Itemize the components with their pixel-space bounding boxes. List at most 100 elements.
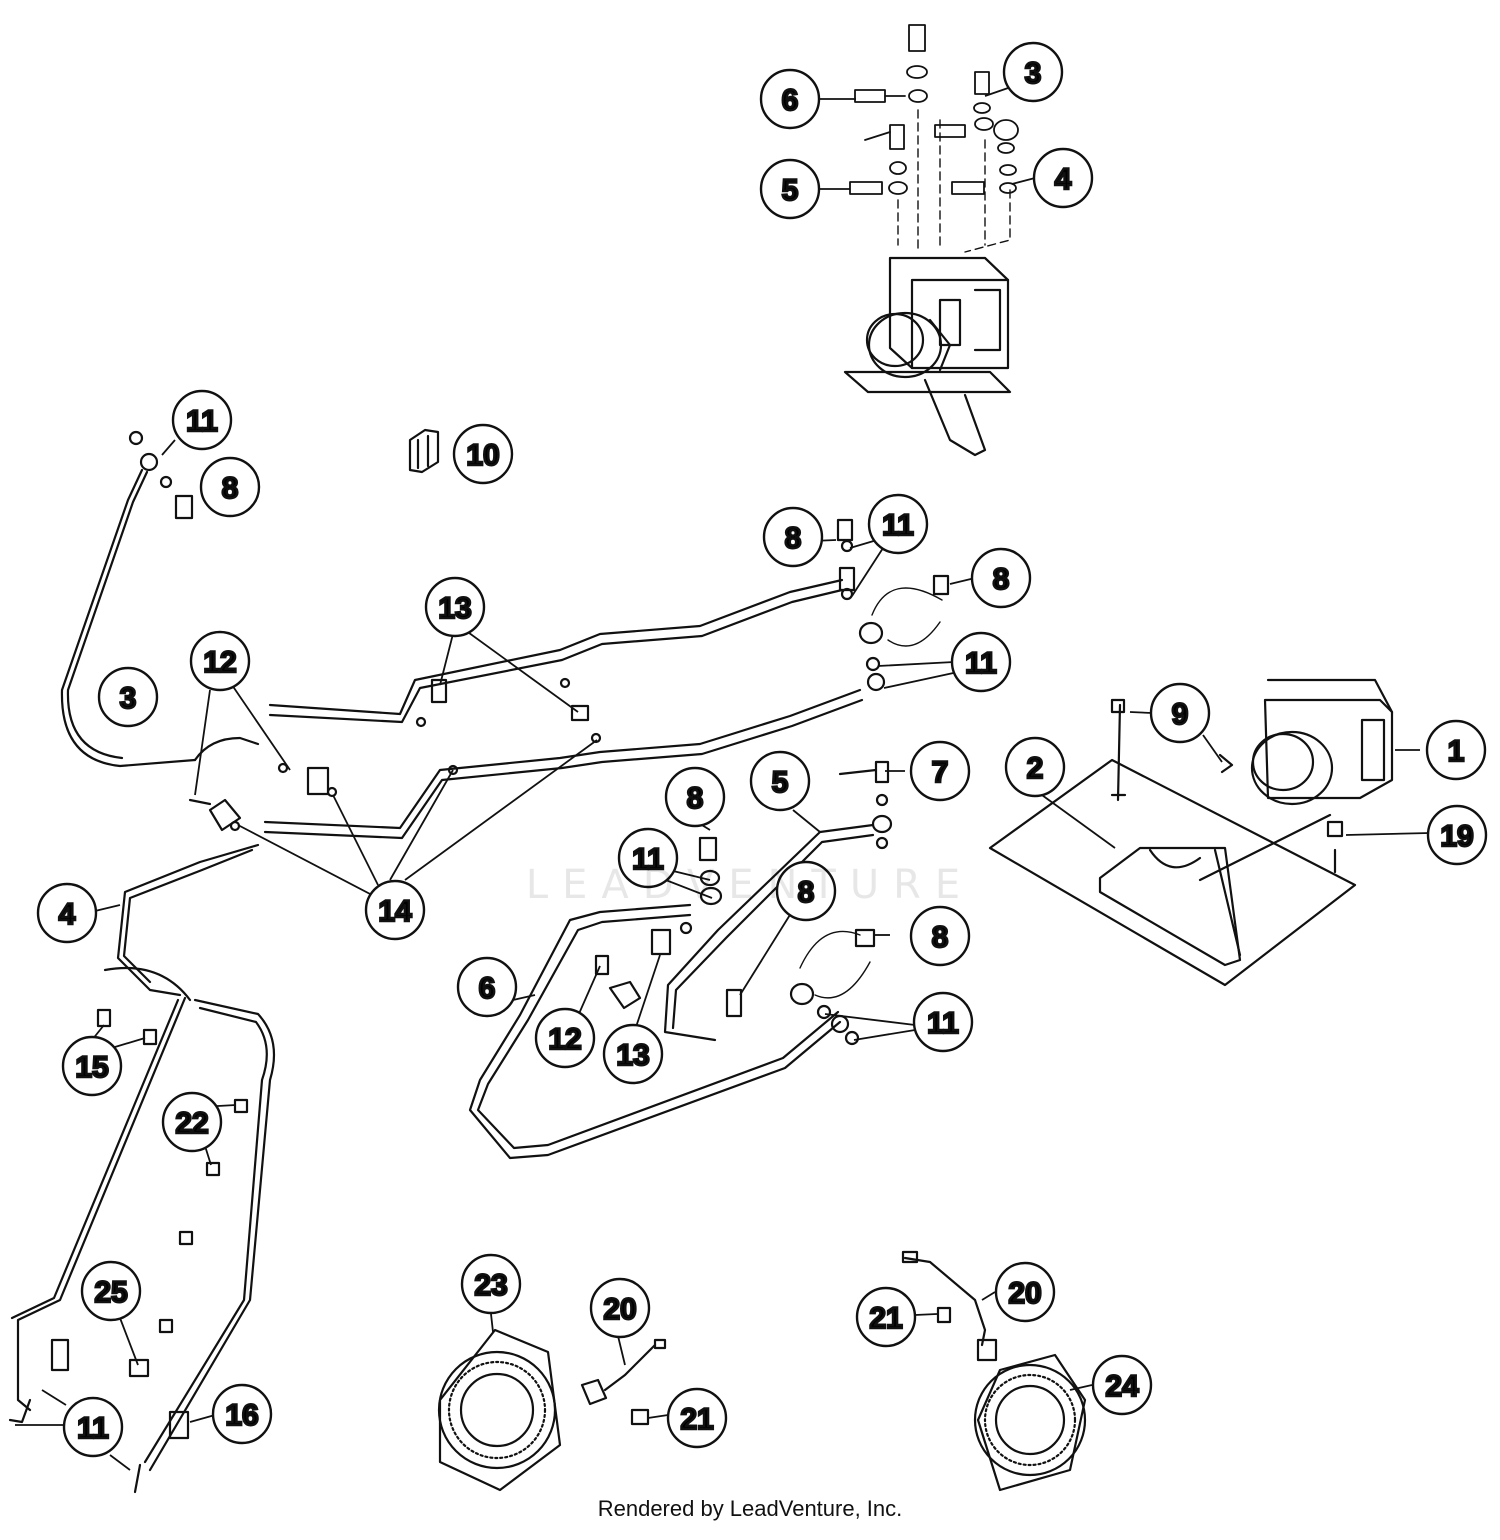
tone-ring-24	[973, 1353, 1087, 1492]
callout-4-top: 4	[1032, 147, 1094, 209]
svg-text:24: 24	[1105, 1370, 1139, 1403]
svg-text:4: 4	[59, 898, 76, 931]
svg-text:16: 16	[225, 1399, 258, 1432]
callout-24: 24	[1091, 1354, 1153, 1416]
callout-16: 16	[211, 1383, 273, 1445]
callout-10: 10	[452, 423, 514, 485]
callout-13-b: 13	[602, 1023, 664, 1085]
svg-text:12: 12	[203, 646, 236, 679]
svg-text:6: 6	[782, 84, 799, 117]
callout-6-mid: 6	[456, 956, 518, 1018]
callout-13-a: 13	[424, 576, 486, 638]
callout-2: 2	[1004, 736, 1066, 798]
callout-8-c: 8	[970, 547, 1032, 609]
svg-text:11: 11	[965, 647, 997, 680]
callout-11-e: 11	[912, 991, 974, 1053]
abs-top-bolts	[849, 24, 1019, 195]
callout-9: 9	[1149, 682, 1211, 744]
callout-21-b: 21	[855, 1286, 917, 1348]
svg-text:10: 10	[466, 439, 499, 472]
svg-text:13: 13	[616, 1039, 649, 1072]
callout-23: 23	[460, 1253, 522, 1315]
callout-5-top: 5	[759, 158, 821, 220]
leader-lines	[15, 86, 1431, 1471]
callout-3-top: 3	[1002, 41, 1064, 103]
svg-text:9: 9	[1172, 698, 1189, 731]
svg-text:3: 3	[120, 682, 137, 715]
callout-19: 19	[1426, 804, 1488, 866]
callout-20-a: 20	[589, 1277, 651, 1339]
callout-4-left: 4	[36, 882, 98, 944]
callout-11-c: 11	[950, 631, 1012, 693]
footer-credit: Rendered by LeadVenture, Inc.	[597, 1496, 903, 1521]
watermark: LEADVENTURE	[525, 862, 975, 908]
svg-text:22: 22	[175, 1107, 208, 1140]
svg-text:25: 25	[94, 1276, 127, 1309]
callout-20-b: 20	[994, 1261, 1056, 1323]
svg-text:11: 11	[882, 509, 914, 542]
svg-text:15: 15	[75, 1051, 108, 1084]
callout-8-f: 8	[909, 905, 971, 967]
svg-text:5: 5	[782, 174, 799, 207]
callout-12-b: 12	[534, 1007, 596, 1069]
svg-text:20: 20	[603, 1293, 636, 1326]
svg-text:1: 1	[1448, 735, 1465, 768]
svg-text:23: 23	[474, 1269, 507, 1302]
callout-11-a: 11	[171, 389, 233, 451]
callout-5-mid: 5	[749, 750, 811, 812]
callout-3-left: 3	[97, 666, 159, 728]
svg-text:19: 19	[1440, 820, 1473, 853]
svg-text:21: 21	[680, 1403, 713, 1436]
svg-text:12: 12	[548, 1023, 581, 1056]
svg-text:20: 20	[1008, 1277, 1041, 1310]
svg-text:5: 5	[772, 766, 789, 799]
callouts: 1 2 3 3 4 4 5 5 6 6 7 8 8 8 8 8 8 9 10 1…	[36, 41, 1488, 1458]
callout-7: 7	[909, 740, 971, 802]
abs-unit-exploded	[843, 256, 1012, 457]
abs-top-fittings	[897, 109, 1011, 253]
callout-15: 15	[61, 1035, 123, 1097]
callout-11-d: 11	[617, 827, 679, 889]
svg-text:11: 11	[927, 1007, 959, 1040]
callout-8-a: 8	[199, 456, 261, 518]
svg-text:21: 21	[869, 1302, 902, 1335]
svg-text:7: 7	[932, 756, 949, 789]
callout-6-top: 6	[759, 68, 821, 130]
callout-21-a: 21	[666, 1387, 728, 1449]
svg-text:13: 13	[438, 592, 471, 625]
clip-10	[408, 428, 440, 474]
svg-text:8: 8	[222, 472, 239, 505]
wheel-speed-sensors	[580, 1250, 998, 1426]
brake-lines-center	[188, 518, 950, 840]
brake-line-3	[60, 430, 260, 768]
callout-22: 22	[161, 1091, 223, 1153]
callout-1: 1	[1425, 719, 1487, 781]
callout-8-d: 8	[664, 766, 726, 828]
svg-text:11: 11	[186, 405, 218, 438]
svg-text:8: 8	[785, 522, 802, 555]
svg-text:6: 6	[479, 972, 496, 1005]
svg-text:4: 4	[1055, 163, 1072, 196]
svg-text:8: 8	[993, 563, 1010, 596]
callout-12-a: 12	[189, 630, 251, 692]
svg-text:3: 3	[1025, 57, 1042, 90]
svg-text:8: 8	[932, 921, 949, 954]
svg-text:8: 8	[687, 782, 704, 815]
callout-8-b: 8	[762, 506, 824, 568]
callout-8-e: 8	[775, 860, 837, 922]
tone-ring-23	[437, 1328, 562, 1492]
svg-text:2: 2	[1027, 752, 1044, 785]
callout-14: 14	[364, 879, 426, 941]
svg-text:14: 14	[378, 895, 412, 928]
brake-line-4	[8, 843, 276, 1494]
svg-text:11: 11	[77, 1412, 109, 1445]
callout-25: 25	[80, 1260, 142, 1322]
svg-text:11: 11	[632, 843, 664, 876]
svg-text:8: 8	[798, 876, 815, 909]
brake-lines-5-6	[468, 760, 893, 1160]
callout-11-b: 11	[867, 493, 929, 555]
callout-11-f: 11	[62, 1396, 124, 1458]
abs-unit-right	[988, 678, 1394, 987]
